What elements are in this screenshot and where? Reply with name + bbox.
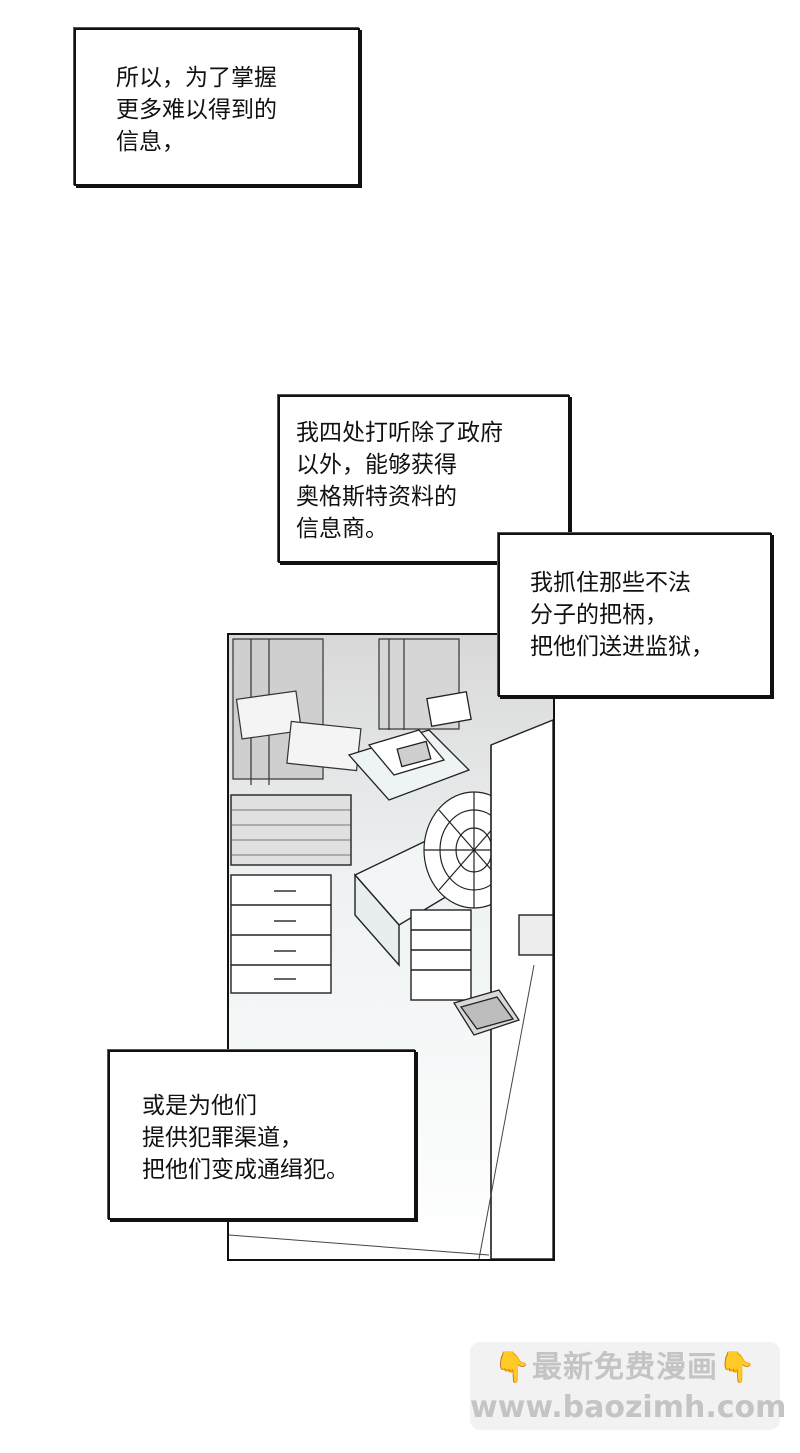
caption-line: 把他们送进监狱， [530, 634, 714, 660]
caption-box-1: 所以，为了掌握 更多难以得到的 信息， [74, 28, 360, 186]
caption-line: 以外，能够获得 [296, 452, 457, 478]
office-scene-drawing [229, 638, 553, 1259]
watermark-url: www.baozimh.com [470, 1390, 787, 1425]
site-watermark: 👇最新免费漫画👇 www.baozimh.com [470, 1342, 787, 1430]
watermark-top-row: 👇最新免费漫画👇 [470, 1342, 780, 1390]
caption-line: 信息商。 [296, 516, 388, 542]
caption-line: 所以，为了掌握 [116, 65, 277, 91]
watermark-top-text: 最新免费漫画 [532, 1350, 718, 1385]
caption-line: 或是为他们 [142, 1093, 257, 1119]
caption-line: 提供犯罪渠道， [142, 1125, 303, 1151]
caption-line: 更多难以得到的 [116, 97, 277, 123]
caption-box-3: 我抓住那些不法 分子的把柄， 把他们送进监狱， [498, 533, 772, 697]
caption-box-2: 我四处打听除了政府 以外，能够获得 奥格斯特资料的 信息商。 [278, 395, 570, 563]
caption-line: 我抓住那些不法 [530, 570, 691, 596]
pointing-down-hand-icon: 👇 [493, 1350, 532, 1385]
pointing-down-hand-icon: 👇 [718, 1350, 757, 1385]
caption-box-4: 或是为他们 提供犯罪渠道， 把他们变成通缉犯。 [108, 1050, 416, 1220]
caption-line: 信息， [116, 129, 185, 155]
caption-line: 我四处打听除了政府 [296, 420, 503, 446]
caption-line: 分子的把柄， [530, 602, 668, 628]
caption-line: 奥格斯特资料的 [296, 484, 457, 510]
caption-line: 把他们变成通缉犯。 [142, 1157, 349, 1183]
